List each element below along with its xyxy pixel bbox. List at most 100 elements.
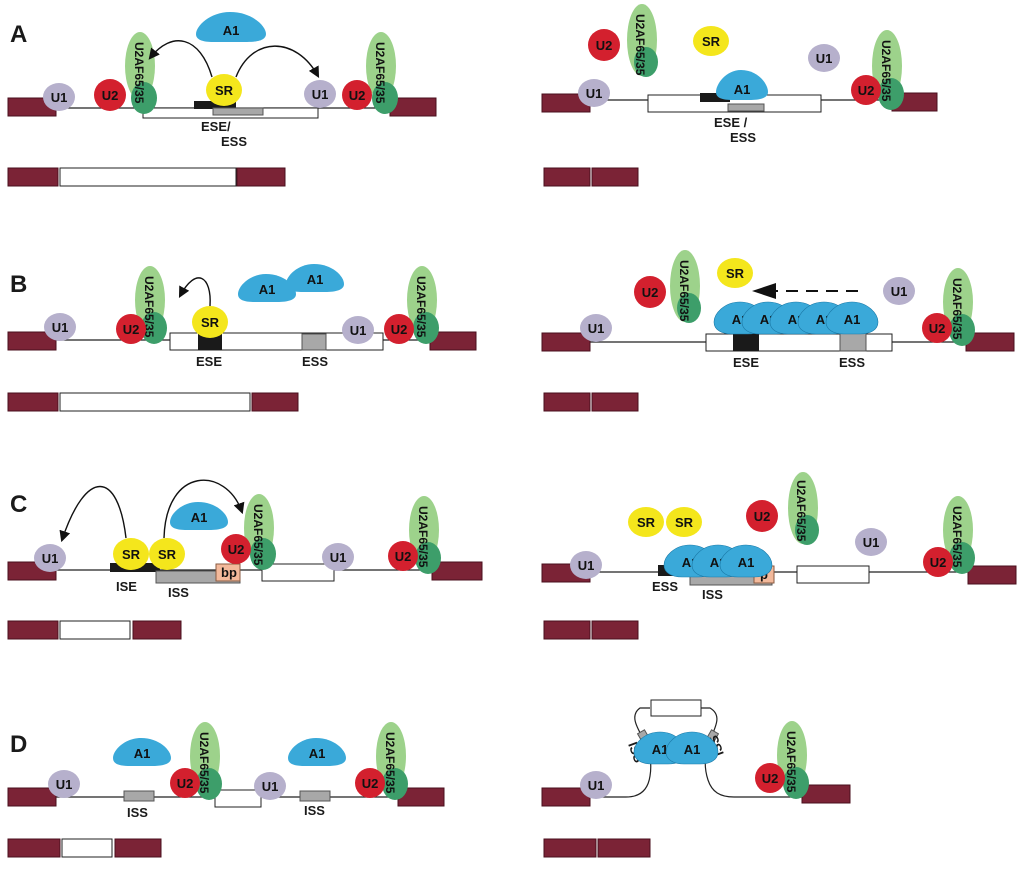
- u2-label: U2: [123, 322, 140, 337]
- ese-ess-label-line2: ESS: [221, 134, 247, 149]
- protein-shape: [677, 293, 701, 323]
- sequence-block: [733, 333, 759, 351]
- sequence-block: [7, 620, 59, 640]
- a1-label: A1: [684, 742, 701, 757]
- u1-label: U1: [586, 86, 603, 101]
- panel-b-left: ESE ESS U1 U2AF65/35 U2 SR A1 A1 U1 U2AF…: [7, 264, 477, 412]
- a1-label: A1: [259, 282, 276, 297]
- sequence-block: [650, 699, 702, 717]
- u1-label: U1: [350, 323, 367, 338]
- u2-snrnp: [922, 313, 952, 343]
- u1-label: U1: [588, 778, 605, 793]
- u2-label: U2: [349, 88, 366, 103]
- sr-label: SR: [122, 547, 141, 562]
- a1-label: A1: [844, 312, 861, 327]
- u1-label: U1: [42, 551, 59, 566]
- ess-label: ESS: [652, 579, 678, 594]
- u2-label: U2: [929, 321, 946, 336]
- sequence-block: [543, 620, 591, 640]
- protein-shape: [628, 507, 664, 537]
- shape-path: [288, 738, 346, 766]
- a1-label: A1: [734, 82, 751, 97]
- u2-snrnp: [384, 314, 414, 344]
- protein-shape: [855, 528, 887, 556]
- protein-shape: [192, 306, 228, 338]
- u2-label: U2: [596, 38, 613, 53]
- panel-c-right: p ESS ISS A1 A1 A1 U1 SR SR U2 U2AF65/35…: [541, 472, 1017, 640]
- ess-label: ESS: [839, 355, 865, 370]
- protein-shape: [795, 515, 819, 545]
- sr-label: SR: [726, 266, 745, 281]
- protein-shape: [149, 538, 185, 570]
- u2af-35: [131, 82, 157, 114]
- u2af-label: U2AF65/35: [142, 276, 156, 338]
- panel-d-left: ISS ISS U1 A1 U2AF65/35 U2 U1 A1 U2AF65/…: [7, 722, 445, 858]
- panel-letter-d: D: [10, 731, 27, 758]
- u2-label: U2: [177, 776, 194, 791]
- sequence-block: [543, 392, 591, 412]
- u2-snrnp: [923, 547, 953, 577]
- sequence-block: [169, 332, 384, 351]
- u2-label: U2: [228, 542, 245, 557]
- sr-label: SR: [702, 34, 721, 49]
- bp-label: bp: [221, 565, 237, 580]
- sr-label: SR: [158, 547, 177, 562]
- protein-shape: [578, 79, 610, 107]
- shape-path: [59, 485, 127, 543]
- u2-label: U2: [102, 88, 119, 103]
- sequence-block: [123, 790, 155, 802]
- protein-shape: [141, 312, 167, 344]
- sequence-block: [591, 620, 639, 640]
- a1-label: A1: [307, 272, 324, 287]
- a1-label: A1: [223, 23, 240, 38]
- sequence-block: [541, 332, 591, 352]
- ese-label: ESE: [196, 354, 222, 369]
- u1-label: U1: [863, 535, 880, 550]
- sequence-block: [198, 334, 222, 350]
- protein-shape: [34, 544, 66, 572]
- protein-shape: [808, 44, 840, 72]
- sequence-block: [214, 789, 262, 808]
- a1-label: A1: [134, 746, 151, 761]
- a1-label: A1: [652, 742, 669, 757]
- sequence-block: [299, 790, 331, 802]
- protein-shape: [196, 768, 222, 800]
- sequence-block: [700, 93, 730, 102]
- u2af-label: U2AF65/35: [794, 480, 808, 542]
- protein-shape: [415, 542, 441, 574]
- panel-a-left: ESE/ ESS U1 U2AF65/35 U2 SR A1 U1 U2AF65…: [7, 12, 437, 187]
- panel-c-left: bp ISE ISS U1 SR SR A1 U2AF65/35 U2 U1 U…: [7, 479, 483, 640]
- protein-shape: [44, 313, 76, 341]
- ese-label: ESE: [733, 355, 759, 370]
- sequence-block: [7, 331, 57, 351]
- protein-shape: [949, 314, 975, 346]
- sequence-block: [543, 167, 591, 187]
- protein-shape: [949, 542, 975, 574]
- hnrnp-a1: [196, 12, 266, 42]
- protein-shape: [382, 768, 408, 800]
- u2-label: U2: [754, 509, 771, 524]
- u2af-label: U2AF65/35: [132, 42, 146, 104]
- sequence-block: [591, 167, 639, 187]
- u2-snrnp: [342, 80, 372, 110]
- protein-shape: [322, 543, 354, 571]
- u1-snrnp: [43, 83, 75, 111]
- u2-label: U2: [642, 285, 659, 300]
- sequence-block: [132, 620, 182, 640]
- sequence-block: [727, 103, 765, 112]
- u2-snrnp: [116, 314, 146, 344]
- u2-label: U2: [930, 555, 947, 570]
- sr-label: SR: [201, 315, 220, 330]
- protein-shape: [783, 767, 809, 799]
- protein-shape: [717, 258, 753, 288]
- shape-path: [163, 479, 245, 539]
- u2-label: U2: [362, 776, 379, 791]
- sequence-block: [597, 838, 651, 858]
- arrow-curved: [235, 45, 320, 78]
- u2af-label: U2AF65/35: [383, 732, 397, 794]
- ese-ess-label-line1: ESE/: [201, 119, 231, 134]
- u1-label: U1: [262, 779, 279, 794]
- a1-label: A1: [738, 555, 755, 570]
- u2af-label: U2AF65/35: [677, 260, 691, 322]
- panel-a-right: A1 ESE / ESS U1 U2 U2AF65/35 SR U1 U2AF6…: [541, 4, 938, 187]
